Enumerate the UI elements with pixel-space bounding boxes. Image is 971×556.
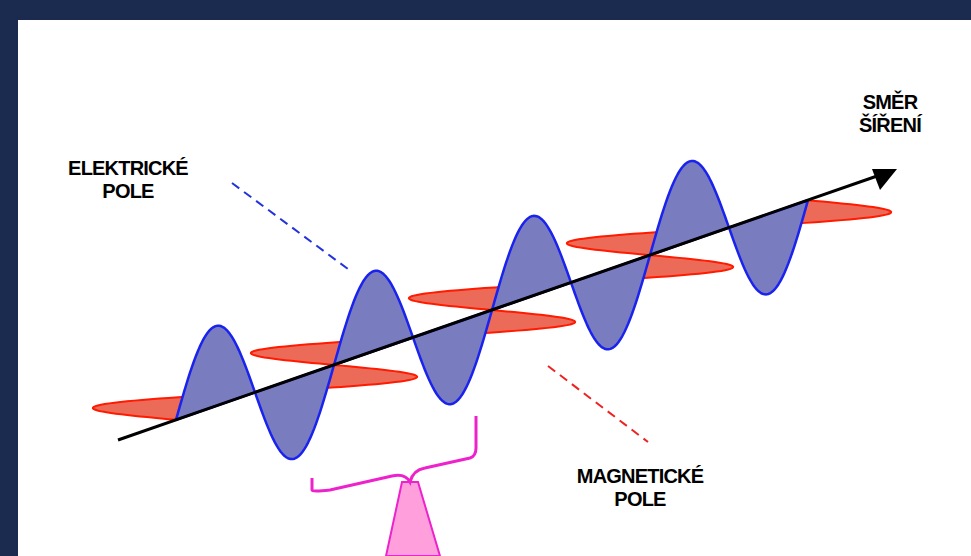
electric-leader (232, 183, 352, 272)
wavelength-pointer (386, 482, 440, 556)
white-panel (18, 20, 971, 556)
field-label: MAGNETICKÉ POLE (577, 465, 703, 511)
wavelength-bracket (312, 416, 476, 491)
field-label: ELEKTRICKÉ POLE (68, 157, 188, 203)
field-waves (93, 161, 891, 459)
field-label: SMĚR ŠÍŘENÍ (859, 91, 921, 137)
magnetic-leader (548, 366, 648, 442)
axis-arrowhead (872, 169, 897, 190)
propagation-axis (118, 175, 880, 440)
